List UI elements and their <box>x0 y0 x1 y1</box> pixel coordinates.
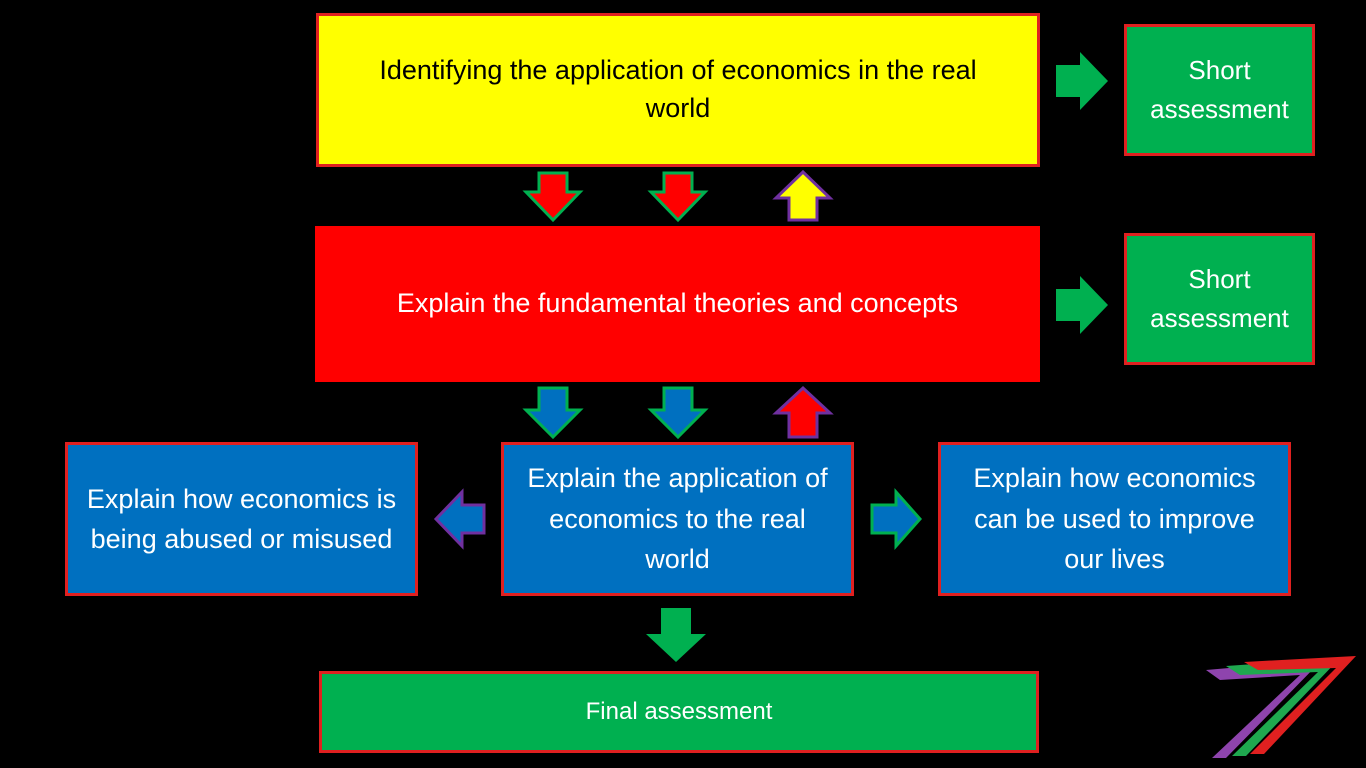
box-fundamental-theories: Explain the fundamental theories and con… <box>315 226 1040 382</box>
stripes-seven-logo <box>1206 656 1356 758</box>
arrow-down-icon <box>647 171 709 223</box>
arrow-right-icon <box>1056 52 1108 110</box>
arrow-down-icon <box>522 171 584 223</box>
arrow-right-icon <box>1056 276 1108 334</box>
box-application-real-world: Explain the application of economics to … <box>501 442 854 596</box>
box-improve-lives-label: Explain how economics can be used to imp… <box>973 463 1256 575</box>
arrow-right-icon <box>870 488 923 550</box>
arrow-up-icon <box>772 169 834 222</box>
box-identifying-application: Identifying the application of economics… <box>316 13 1040 167</box>
arrow-up-icon <box>772 385 834 439</box>
short-assessment-label-2: Short assessment <box>1150 264 1289 333</box>
arrow-left-icon <box>433 488 486 550</box>
arrow-down-icon <box>647 386 709 440</box>
box-improve-lives: Explain how economics can be used to imp… <box>938 442 1291 596</box>
box-identifying-application-label: Identifying the application of economics… <box>379 55 977 123</box>
short-assessment-box-2: Short assessment <box>1124 233 1315 365</box>
box-application-real-world-label: Explain the application of economics to … <box>527 463 828 575</box>
box-final-assessment-label: Final assessment <box>585 698 773 726</box>
box-fundamental-theories-label: Explain the fundamental theories and con… <box>396 288 959 319</box>
short-assessment-box-1: Short assessment <box>1124 24 1315 156</box>
arrow-down-icon <box>646 608 706 662</box>
short-assessment-label-1: Short assessment <box>1150 55 1289 124</box>
box-final-assessment: Final assessment <box>319 671 1039 753</box>
arrow-down-icon <box>522 386 584 440</box>
box-abused-misused-label: Explain how economics is being abused or… <box>86 483 397 555</box>
box-abused-misused: Explain how economics is being abused or… <box>65 442 418 596</box>
